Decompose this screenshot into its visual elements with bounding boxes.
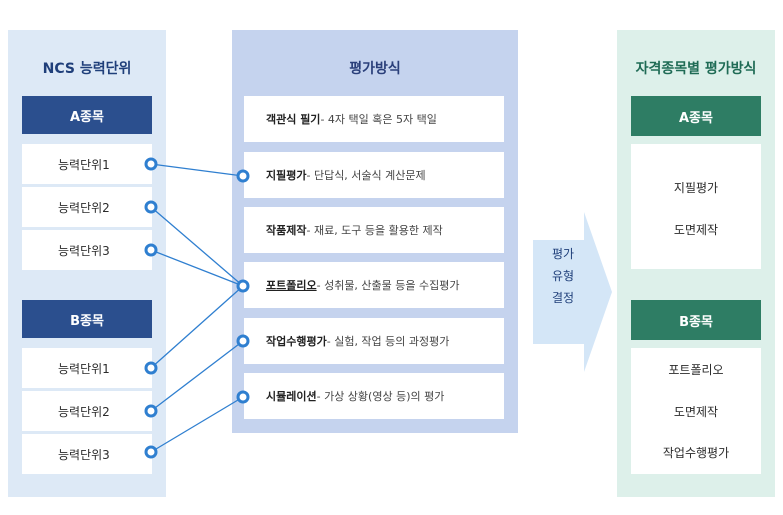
connector-dot xyxy=(144,445,158,459)
method-description: - 단답식, 서술식 계산문제 xyxy=(306,169,426,182)
left-group-b-header: B종목 xyxy=(22,300,152,338)
left-group-a-header: A종목 xyxy=(22,96,152,134)
right-a-item-2: 도면제작 xyxy=(673,223,719,237)
method-portfolio: 포트폴리오 - 성취물, 산출물 등을 수집평가 xyxy=(244,262,504,308)
method-description: - 성취물, 산출물 등을 수집평가 xyxy=(316,279,460,292)
method-name: 포트폴리오 xyxy=(266,279,317,292)
unit-label: 능력단위1 xyxy=(58,361,110,376)
method-description: - 4자 택일 혹은 5자 택일 xyxy=(320,113,437,126)
left-a-unit-1: 능력단위1 xyxy=(22,144,152,184)
connector-dot xyxy=(144,404,158,418)
evaluation-methods-title: 평가방식 xyxy=(349,61,401,77)
unit-label: 능력단위3 xyxy=(58,447,110,462)
method-name: 객관식 필기 xyxy=(266,113,321,126)
method-name: 지필평가 xyxy=(266,169,307,182)
left-b-unit-2: 능력단위2 xyxy=(22,391,152,431)
method-objective-written: 객관식 필기 - 4자 택일 혹은 5자 택일 xyxy=(244,96,504,142)
right-b-item-1: 포트폴리오 xyxy=(668,363,724,377)
connector-a2-portfolio xyxy=(150,206,244,287)
method-artifact-production: 작품제작 - 재료, 도구 등을 활용한 제작 xyxy=(244,207,504,253)
unit-label: 능력단위1 xyxy=(58,157,110,172)
ncs-units-title: NCS 능력단위 xyxy=(42,61,132,77)
connector-b3-simulation xyxy=(150,396,244,453)
qualification-methods-title: 자격종목별 평가방식 xyxy=(635,61,757,77)
method-written-test: 지필평가 - 단답식, 서술식 계산문제 xyxy=(244,152,504,198)
connector-dot xyxy=(236,334,250,348)
arrow-label-line-1: 평가 xyxy=(551,247,575,261)
connector-a3-portfolio xyxy=(150,249,244,287)
connector-dot xyxy=(144,243,158,257)
arrow-label-line-3: 결정 xyxy=(551,291,575,305)
right-b-item-3: 작업수행평가 xyxy=(662,446,730,460)
connector-a1-written-test xyxy=(150,163,244,177)
connector-dot xyxy=(236,279,250,293)
right-b-item-2: 도면제작 xyxy=(673,405,719,419)
method-description: - 가상 상황(영상 등)의 평가 xyxy=(316,390,445,403)
connector-dot xyxy=(236,169,250,183)
right-group-b-header: B종목 xyxy=(631,300,761,340)
left-a-unit-3: 능력단위3 xyxy=(22,230,152,270)
connector-dot xyxy=(236,390,250,404)
right-a-item-1: 지필평가 xyxy=(673,181,719,195)
right-group-b-box: 포트폴리오 도면제작 작업수행평가 xyxy=(631,348,761,474)
right-group-a-header: A종목 xyxy=(631,96,761,136)
method-simulation: 시뮬레이션 - 가상 상황(영상 등)의 평가 xyxy=(244,373,504,419)
right-group-a-box: 지필평가 도면제작 xyxy=(631,144,761,269)
decision-arrow-shape xyxy=(533,212,612,372)
unit-label: 능력단위2 xyxy=(58,200,110,215)
method-description: - 실험, 작업 등의 과정평가 xyxy=(326,335,450,348)
connector-dot xyxy=(144,200,158,214)
method-name: 작업수행평가 xyxy=(266,335,327,348)
left-b-unit-3: 능력단위3 xyxy=(22,434,152,474)
connector-dot xyxy=(144,361,158,375)
method-name: 작품제작 xyxy=(266,224,307,237)
unit-label: 능력단위2 xyxy=(58,404,110,419)
arrow-label-line-2: 유형 xyxy=(551,269,575,283)
connector-dot xyxy=(144,157,158,171)
unit-label: 능력단위3 xyxy=(58,243,110,258)
method-name: 시뮬레이션 xyxy=(266,390,317,403)
connector-b1-portfolio xyxy=(150,285,244,369)
left-b-unit-1: 능력단위1 xyxy=(22,348,152,388)
left-a-unit-2: 능력단위2 xyxy=(22,187,152,227)
method-task-performance: 작업수행평가 - 실험, 작업 등의 과정평가 xyxy=(244,318,504,364)
connector-b2-task-performance xyxy=(150,340,244,412)
method-description: - 재료, 도구 등을 활용한 제작 xyxy=(306,224,443,237)
